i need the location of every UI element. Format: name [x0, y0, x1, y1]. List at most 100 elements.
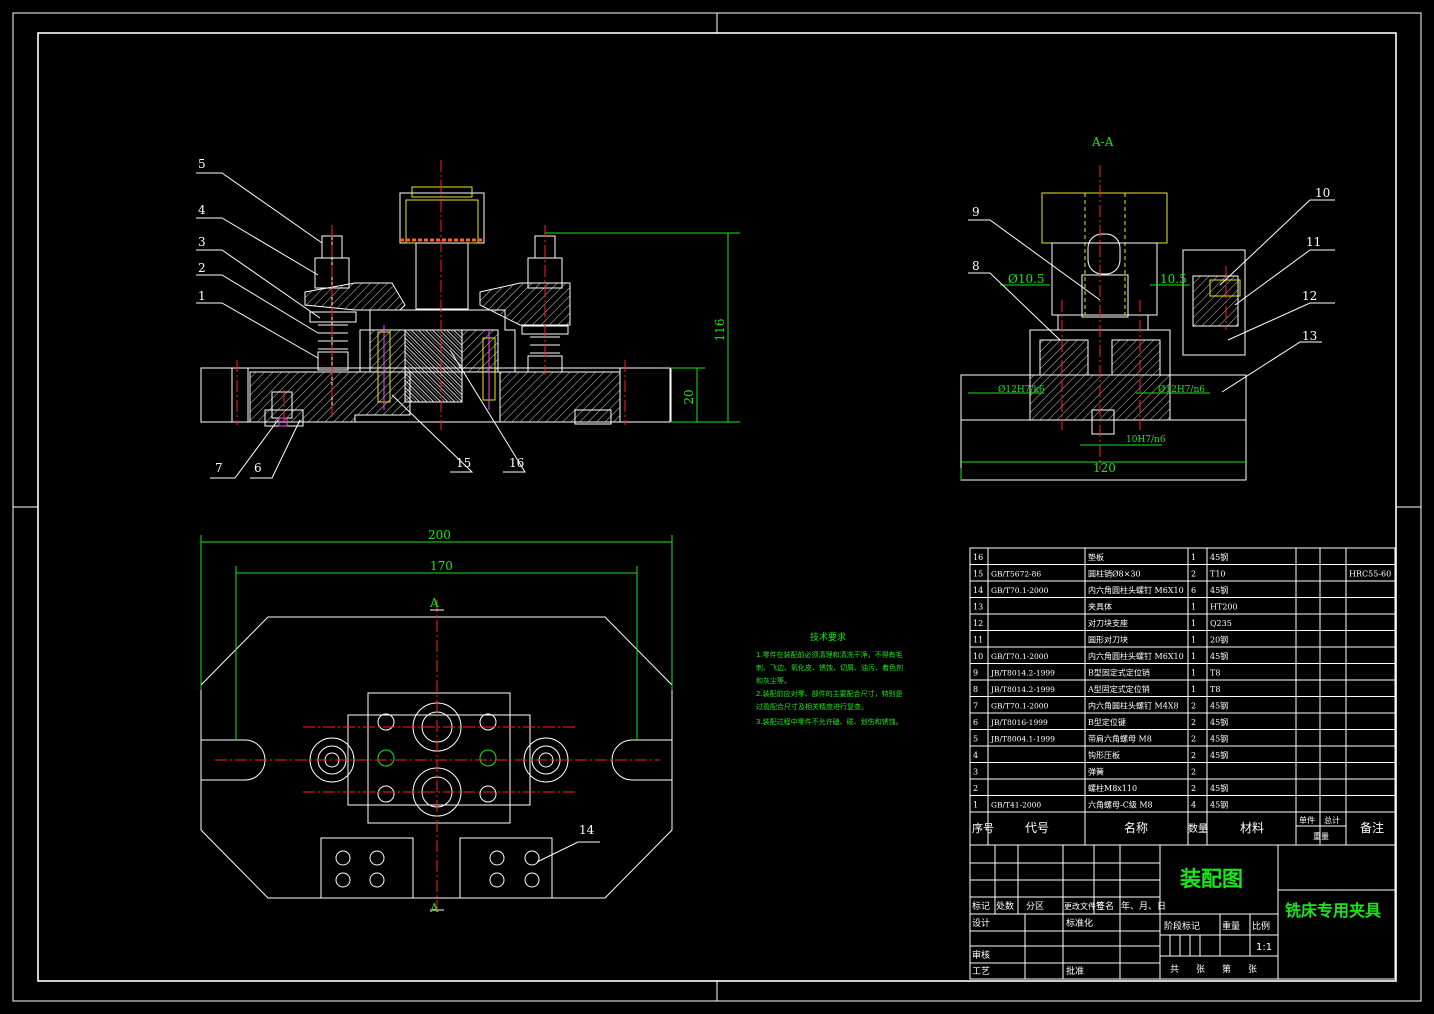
bom-code: JB/T8014.2-1999 — [990, 685, 1055, 694]
tb-sheets: 张 — [1196, 964, 1205, 975]
tb-change: 更改文件号 — [1064, 901, 1104, 911]
sheet-frame — [12, 12, 1422, 1002]
bom-qty: 2 — [1191, 570, 1196, 579]
bom-qty: 1 — [1191, 685, 1196, 694]
bom-code: JB/T8004.1-1999 — [990, 735, 1055, 744]
callout-2: 2 — [198, 261, 206, 275]
drawing-title: 装配图 — [1180, 867, 1243, 891]
section-view: A-A 120 10H7/n6 Ø12H7/k6 Ø12H7/n6 Ø — [960, 135, 1335, 481]
tech-requirements: 技术要求 1.零件在装配前必须清理和清洗干净，不得有毛 刺、飞边、氧化皮、锈蚀、… — [756, 631, 903, 726]
bom-qty: 2 — [1191, 735, 1196, 744]
bom-qty: 1 — [1191, 636, 1196, 645]
bom-no: 6 — [973, 718, 978, 727]
bom-name: A型固定式定位销 — [1087, 684, 1150, 694]
bom-material: 45钢 — [1210, 651, 1228, 661]
tb-zone: 分区 — [1026, 901, 1044, 912]
bom-header-no: 序号 — [972, 821, 994, 835]
bom-name: 六角螺母-C级 M8 — [1088, 800, 1153, 810]
bom-qty: 2 — [1191, 718, 1196, 727]
bom-material: 45钢 — [1210, 717, 1228, 727]
side-dia-right: 10.5 — [1160, 272, 1187, 286]
title-block: 装配图 铣床专用夹具 标记 处数 分区 更改文件号 签名 年、月、日 设计 标准… — [969, 844, 1396, 980]
tb-sign: 签名 — [1096, 900, 1114, 912]
bom-no: 4 — [973, 751, 978, 760]
callout-8: 8 — [972, 259, 980, 273]
side-fit-right: Ø12H7/n6 — [1158, 384, 1205, 395]
tech-line-1: 刺、飞边、氧化皮、锈蚀、切屑、油污、着色剂 — [756, 663, 903, 672]
bom-qty: 4 — [1191, 801, 1196, 810]
bom-qty: 2 — [1191, 784, 1196, 793]
tb-std: 标准化 — [1066, 917, 1093, 929]
bom-header-total: 总计 — [1324, 815, 1340, 825]
tb-process: 工艺 — [972, 966, 990, 977]
callout-15: 15 — [456, 456, 471, 470]
tb-design: 设计 — [972, 917, 990, 929]
bom-qty: 1 — [1191, 553, 1196, 562]
tb-qty-loc: 处数 — [996, 900, 1014, 912]
bom-material: 45钢 — [1210, 585, 1228, 595]
bom-name: 内六角圆柱头螺钉 M6X10 — [1088, 651, 1184, 661]
bom-no: 5 — [973, 735, 978, 744]
bom-material: HT200 — [1210, 603, 1238, 612]
bom-material: 45钢 — [1210, 701, 1228, 711]
tb-date: 年、月、日 — [1121, 900, 1166, 912]
cut-mark-top: A — [429, 596, 439, 610]
bom-no: 14 — [973, 586, 983, 595]
callout-6: 6 — [254, 461, 262, 475]
bom-no: 15 — [973, 570, 983, 579]
bom-header-weight: 重量 — [1313, 831, 1329, 841]
bom-code: JB/T8014.2-1999 — [990, 669, 1055, 678]
callout-11: 11 — [1306, 235, 1321, 249]
bom-no: 9 — [973, 669, 978, 678]
bom-no: 8 — [973, 685, 978, 694]
callout-10: 10 — [1315, 186, 1330, 200]
tb-sheets-total: 共 — [1170, 964, 1179, 975]
plan-slot-dim: 170 — [430, 559, 453, 573]
bom-no: 7 — [973, 702, 978, 711]
bom-no: 1 — [973, 801, 978, 810]
bom-header-material: 材料 — [1240, 821, 1264, 835]
bom-name: B型固定式定位销 — [1088, 668, 1150, 678]
bom-no: 3 — [973, 768, 978, 777]
bom-name: 螺柱M8x110 — [1088, 783, 1137, 793]
bom-name: 内六角圆柱头螺钉 M4X8 — [1088, 701, 1179, 711]
tb-scale: 1:1 — [1256, 942, 1272, 953]
bom-material: 45钢 — [1210, 783, 1228, 793]
bom-material: 45钢 — [1210, 800, 1228, 810]
tb-scale-label: 比例 — [1252, 920, 1270, 932]
bom-qty: 1 — [1191, 603, 1196, 612]
side-dia-left: Ø10.5 — [1008, 272, 1045, 286]
bom-code: GB/T70.1-2000 — [991, 652, 1049, 661]
bom-code: JB/T8016-1999 — [990, 718, 1048, 727]
bom-name: B型定位键 — [1088, 717, 1126, 727]
bom-material: 20钢 — [1210, 635, 1228, 645]
front-height-dim: 116 — [713, 319, 727, 342]
callout-9: 9 — [972, 205, 980, 219]
bom-no: 16 — [973, 553, 983, 562]
bom-qty: 1 — [1191, 652, 1196, 661]
bom-material: T8 — [1210, 685, 1220, 694]
bom-code: GB/T70.1-2000 — [991, 586, 1049, 595]
bom-material: T8 — [1210, 669, 1220, 678]
bom-name: 弹簧 — [1088, 767, 1104, 777]
bom-no: 10 — [973, 652, 983, 661]
bom-code: GB/T5672-86 — [991, 570, 1041, 579]
tb-review: 审核 — [972, 949, 990, 961]
tech-line-3: 2.装配前应对零、部件的主要配合尺寸，特别是 — [756, 689, 903, 698]
tb-weight: 重量 — [1222, 920, 1240, 932]
callout-4: 4 — [198, 203, 206, 217]
tech-title: 技术要求 — [810, 631, 846, 643]
bom-name: 夹具体 — [1088, 602, 1112, 612]
bom-header-note: 备注 — [1360, 820, 1384, 835]
front-view: 116 20 5 4 3 2 1 7 6 15 16 — [196, 157, 740, 479]
bom-header-name: 名称 — [1124, 820, 1148, 835]
tech-line-4: 过盈配合尺寸及相关精度进行复查。 — [756, 702, 868, 711]
bom-qty: 1 — [1191, 669, 1196, 678]
bom-name: 内六角圆柱头螺钉 M6X10 — [1088, 585, 1184, 595]
callout-16: 16 — [509, 456, 524, 470]
bom-name: 钩形压板 — [1088, 750, 1120, 760]
callout-5: 5 — [198, 157, 206, 171]
side-key-dim: 10H7/n6 — [1126, 435, 1166, 445]
bom-material: 45钢 — [1210, 734, 1228, 744]
